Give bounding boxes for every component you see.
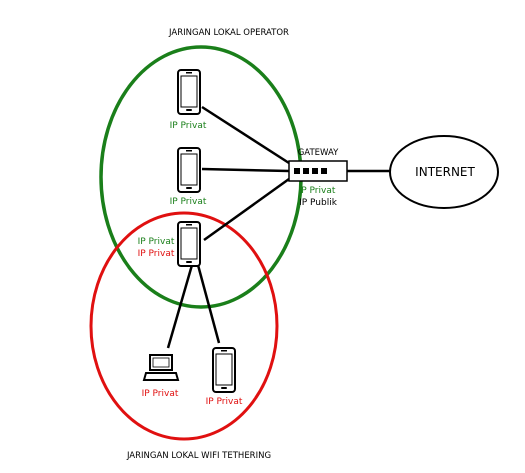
- smartphone-icon: [177, 69, 201, 115]
- gateway-public-ip-label: IP Publik: [299, 198, 338, 208]
- laptop-ip-label: IP Privat: [142, 389, 179, 399]
- tethering-network-title: JARINGAN LOKAL WIFI TETHERING: [126, 451, 271, 461]
- phone-top-ip-label: IP Privat: [170, 121, 207, 131]
- laptop-icon: [142, 354, 180, 381]
- router-icon: [288, 160, 348, 182]
- link-hotspot-phone-tethered: [196, 264, 221, 344]
- link-phone-middle-gateway: [201, 167, 290, 173]
- link-hotspot-laptop: [166, 264, 194, 349]
- phone-hotspot-operator-ip-label: IP Privat: [138, 237, 175, 247]
- phone-middle-ip-label: IP Privat: [170, 197, 207, 207]
- smartphone-icon: [177, 221, 201, 267]
- link-phone-top-gateway: [201, 105, 290, 165]
- operator-network-title: JARINGAN LOKAL OPERATOR: [168, 28, 289, 38]
- link-phone-hotspot-gateway: [203, 177, 290, 242]
- internet-node: [389, 135, 499, 209]
- phone-hotspot-tethering-ip-label: IP Privat: [138, 249, 175, 259]
- tethering-network-boundary: [89, 211, 279, 441]
- gateway-private-ip-label: IP Privat: [299, 186, 336, 196]
- gateway-label: GATEWAY: [298, 148, 339, 158]
- internet-label: INTERNET: [415, 165, 475, 179]
- phone-tethered-ip-label: IP Privat: [206, 397, 243, 407]
- smartphone-icon: [177, 147, 201, 193]
- smartphone-icon: [212, 347, 236, 393]
